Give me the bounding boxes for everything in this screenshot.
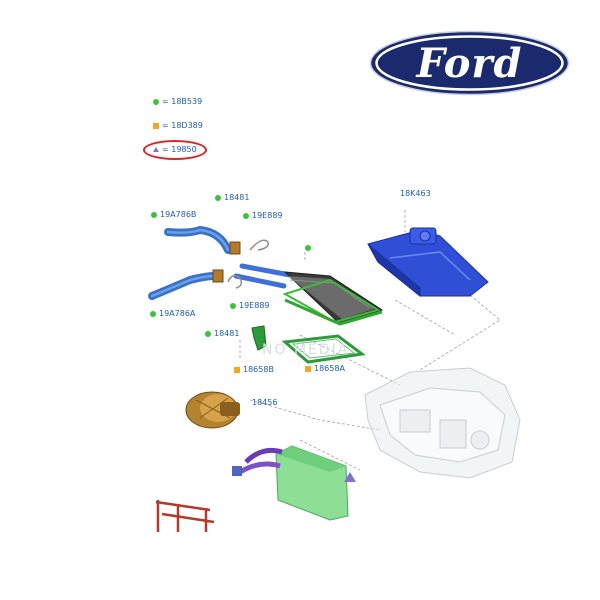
green-dot-icon <box>243 213 249 219</box>
purple-triangle-icon <box>344 472 356 482</box>
green-dot-icon <box>205 331 211 337</box>
legend-text: = 18D389 <box>162 121 203 130</box>
blower-motor <box>185 391 240 429</box>
green-dot-icon <box>153 99 159 105</box>
label-frame-seal: 18658A <box>314 364 345 373</box>
green-dot-icon <box>230 303 236 309</box>
highlight-circle <box>143 140 207 160</box>
green-dot-icon <box>305 245 311 251</box>
watermark-text: NO MEDIA <box>262 342 350 358</box>
label-upper-clip: 19E889 <box>252 211 283 220</box>
valve-upper <box>229 241 241 255</box>
label-upper-hose: 19A786B <box>160 210 197 219</box>
green-dot-icon <box>151 212 157 218</box>
legend-text: = 19850 <box>162 145 197 154</box>
label-lower-clip: 19E889 <box>239 301 270 310</box>
guide-lines <box>239 210 501 471</box>
legend-text: = 18B539 <box>162 97 203 106</box>
seal-frame <box>281 334 366 364</box>
hvac-housing <box>364 367 521 479</box>
evaporator <box>232 445 356 521</box>
orange-square-icon <box>305 366 311 372</box>
ford-logo-text: Ford <box>416 39 523 87</box>
clip-lower <box>227 275 243 289</box>
heater-core <box>233 245 384 326</box>
label-small-seal: 18658B <box>243 365 274 374</box>
ford-logo: Ford <box>369 30 570 96</box>
clip-upper <box>249 239 270 251</box>
orange-square-icon <box>153 123 159 129</box>
green-dot-icon <box>215 195 221 201</box>
label-blower-motor: 18456 <box>252 398 278 407</box>
valve-lower <box>212 269 224 283</box>
label-lower-valve: 18481 <box>214 329 240 338</box>
heater-core-case <box>367 227 489 298</box>
seal-small <box>251 325 267 351</box>
purple-triangle-icon <box>153 147 159 152</box>
orange-square-icon <box>234 367 240 373</box>
label-heater-case: 18K463 <box>400 189 431 198</box>
ford-oval-icon <box>369 30 570 96</box>
label-upper-valve: 18481 <box>224 193 250 202</box>
mounting-frame <box>155 500 215 532</box>
green-dot-icon <box>150 311 156 317</box>
label-lower-hose: 19A786A <box>159 309 196 318</box>
